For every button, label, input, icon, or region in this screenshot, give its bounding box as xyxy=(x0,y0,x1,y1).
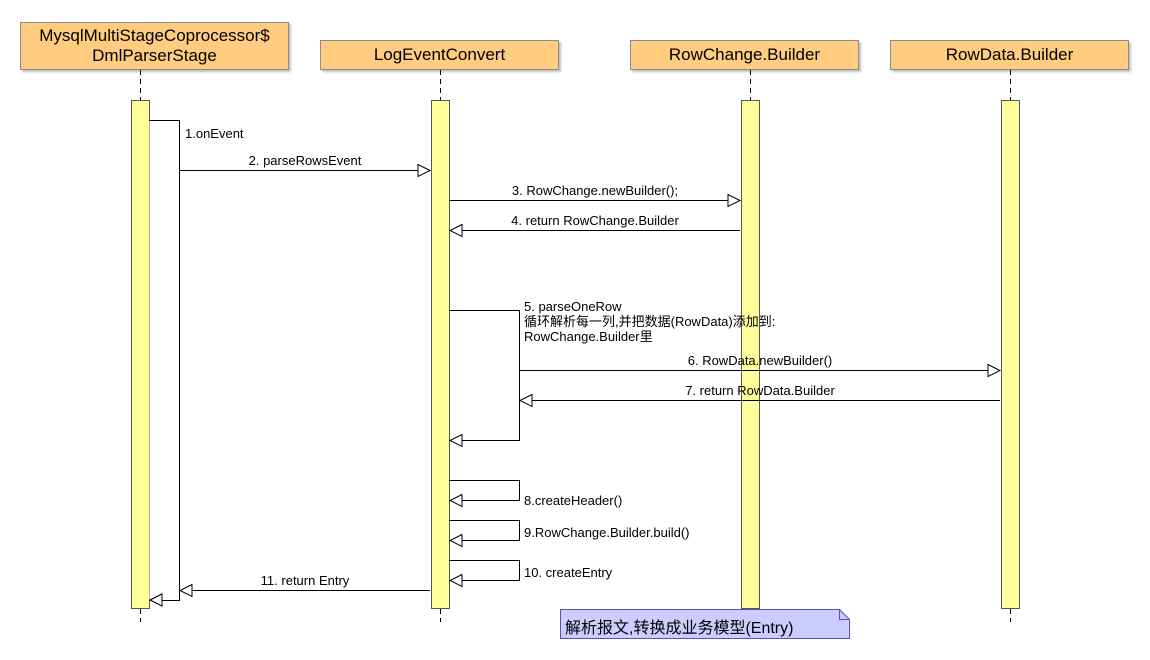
activation-nested-dml xyxy=(149,120,180,601)
arrowhead xyxy=(518,393,533,408)
participant-label: RowChange.Builder xyxy=(668,45,821,64)
participant-label: MysqlMultiStageCoprocessor$ DmlParserSta… xyxy=(39,26,270,65)
message-label-5-line: 循环解析每一列,并把数据(RowData)添加到: xyxy=(524,314,775,329)
self-message-8 xyxy=(449,480,520,501)
message-label-7: 7. return RowData.Builder xyxy=(685,383,835,398)
arrowhead xyxy=(417,163,432,178)
message-label-9: 9.RowChange.Builder.build() xyxy=(524,525,689,540)
participant-rowchange-builder: RowChange.Builder xyxy=(630,40,859,70)
self-message-5 xyxy=(449,310,520,441)
participant-rowdata-builder: RowData.Builder xyxy=(890,40,1129,70)
message-label-11: 11. return Entry xyxy=(261,573,350,588)
note: 解析报文,转换成业务模型(Entry) xyxy=(560,609,850,639)
arrowhead xyxy=(987,363,1002,378)
message-label-5-line: RowChange.Builder里 xyxy=(524,329,653,344)
arrowhead xyxy=(448,493,463,508)
arrowhead xyxy=(178,583,193,598)
arrowhead xyxy=(448,433,463,448)
note-text: 解析报文,转换成业务模型(Entry) xyxy=(565,620,794,637)
message-label-4: 4. return RowChange.Builder xyxy=(511,213,679,228)
arrowhead xyxy=(448,223,463,238)
arrowhead xyxy=(148,593,163,607)
activation-bar-rcb xyxy=(741,100,760,609)
activation-bar-dml xyxy=(131,100,150,609)
message-label-2: 2. parseRowsEvent xyxy=(249,153,362,168)
arrowhead xyxy=(448,573,463,588)
activation-bar-lec xyxy=(431,100,450,609)
arrowhead xyxy=(727,193,742,208)
message-label-8: 8.createHeader() xyxy=(524,493,622,508)
participant-label: RowData.Builder xyxy=(945,45,1074,64)
message-label-5-line: 5. parseOneRow xyxy=(524,299,622,314)
message-label-10: 10. createEntry xyxy=(524,565,613,580)
message-label-3: 3. RowChange.newBuilder(); xyxy=(512,183,678,198)
self-message-1 xyxy=(149,120,180,601)
message-label-6: 6. RowData.newBuilder() xyxy=(688,353,833,368)
arrowhead xyxy=(448,533,463,548)
activation-bar-rdb xyxy=(1001,100,1020,609)
participant-log-event-convert: LogEventConvert xyxy=(320,40,559,70)
self-message-9 xyxy=(449,520,520,541)
message-label-1: 1.onEvent xyxy=(185,126,244,141)
participant-label: LogEventConvert xyxy=(373,45,506,64)
self-message-10 xyxy=(449,560,520,581)
participant-dml-parser-stage: MysqlMultiStageCoprocessor$ DmlParserSta… xyxy=(20,22,289,70)
